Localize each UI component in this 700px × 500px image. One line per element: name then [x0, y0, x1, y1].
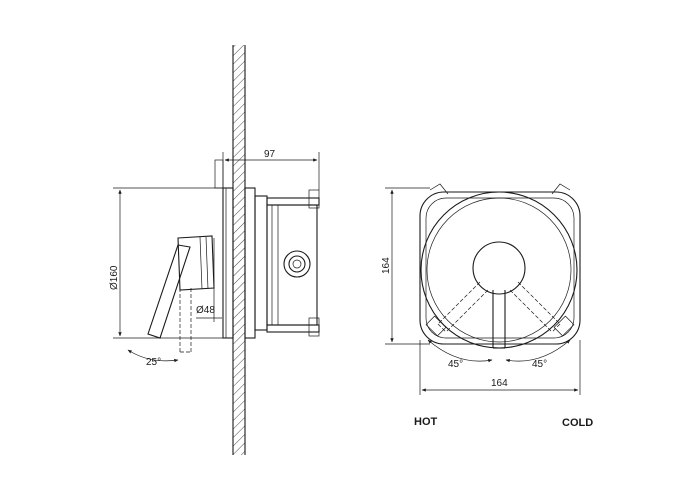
dim-angle-left-text: 45°	[448, 359, 463, 370]
dim-depth: 97	[222, 149, 320, 190]
mounting-plate	[419, 183, 581, 345]
hot-label: HOT	[414, 416, 438, 428]
side-view: 97 Ø160 Ø48 25°	[109, 45, 320, 455]
cover-disc	[420, 191, 578, 349]
front-view: 164 164 45° 45° HOT COLD	[381, 183, 593, 429]
cold-label: COLD	[562, 417, 593, 429]
lever-positions	[437, 281, 561, 349]
dim-angles: 45° 45°	[427, 339, 571, 370]
dim-lever: Ø48	[196, 238, 222, 322]
dim-angle-right-text: 45°	[532, 359, 547, 370]
dim-depth-text: 97	[264, 149, 276, 160]
wall-section	[232, 45, 246, 455]
dim-height-text: 164	[381, 257, 392, 274]
dim-lever-text: Ø48	[196, 305, 215, 316]
dim-width: 164	[419, 340, 581, 395]
dim-diameter-text: Ø160	[109, 265, 120, 290]
dim-diameter: Ø160	[109, 187, 223, 339]
dim-height: 164	[381, 187, 430, 345]
dim-angle-text: 25°	[146, 357, 161, 368]
lever-handle	[147, 235, 215, 353]
dim-width-text: 164	[491, 378, 508, 389]
dim-angle: 25°	[127, 349, 179, 368]
valve-body	[214, 159, 320, 339]
cover-plate	[222, 187, 234, 339]
